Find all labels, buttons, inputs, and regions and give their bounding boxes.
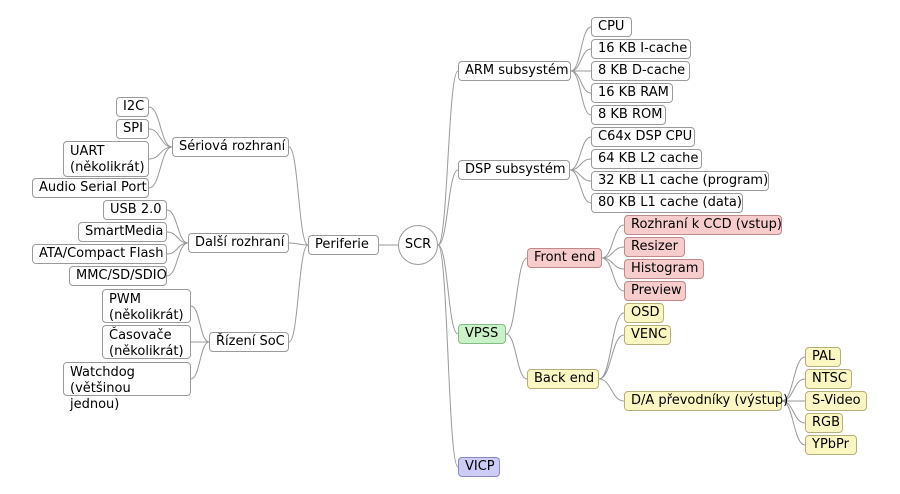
soc-item-pwm: PWM (několikrát) bbox=[102, 289, 191, 323]
dac-link-4 bbox=[781, 400, 806, 446]
soc-link-2 bbox=[190, 341, 210, 380]
vpss-link-0 bbox=[505, 257, 528, 335]
other-item-mmc: MMC/SD/SDIO bbox=[69, 266, 167, 286]
front-item-resizer: Resizer bbox=[624, 237, 685, 257]
arm-subsystem-node: ARM subsystém bbox=[458, 61, 571, 81]
dac-link-0 bbox=[781, 356, 806, 402]
root-link-2 bbox=[437, 244, 459, 335]
vpss-link-1 bbox=[505, 333, 528, 380]
front-item-preview: Preview bbox=[624, 281, 686, 301]
front-end-node: Front end bbox=[527, 248, 602, 268]
serial-interfaces-node: Sériová rozhraní bbox=[172, 137, 289, 157]
dac-node: D/A převodníky (výstup) bbox=[624, 391, 788, 411]
serial-link-1 bbox=[148, 128, 173, 148]
other-item-smartmedia: SmartMedia bbox=[78, 222, 167, 242]
other-link-3 bbox=[166, 242, 189, 277]
vpss-node: VPSS bbox=[458, 324, 506, 344]
back-item-venc: VENC bbox=[624, 325, 671, 345]
dac-item-ypbpr: YPbPr bbox=[805, 435, 857, 455]
back-link-1 bbox=[598, 334, 625, 380]
root-link-3 bbox=[437, 244, 459, 468]
periferie-link-2 bbox=[288, 244, 309, 343]
serial-item-i2c: I2C bbox=[116, 97, 149, 117]
front-link-1 bbox=[601, 246, 625, 259]
dac-item-pal: PAL bbox=[805, 347, 841, 367]
front-link-3 bbox=[601, 257, 625, 292]
dsp-item-cpu: C64x DSP CPU bbox=[591, 127, 695, 147]
arm-item-icache: 16 KB I-cache bbox=[591, 39, 691, 59]
other-item-usb: USB 2.0 bbox=[103, 200, 167, 220]
dsp-link-1 bbox=[569, 158, 592, 171]
dac-item-ntsc: NTSC bbox=[805, 369, 852, 389]
serial-link-3 bbox=[148, 146, 173, 189]
soc-item-watchdog: Watchdog (většinou jednou) bbox=[63, 362, 191, 412]
periferie-node: Periferie bbox=[308, 235, 379, 255]
dsp-item-l1-program: 32 KB L1 cache (program) bbox=[591, 171, 769, 191]
other-interfaces-node: Další rozhraní bbox=[188, 233, 289, 253]
dsp-item-l2: 64 KB L2 cache bbox=[591, 149, 702, 169]
dsp-item-l1-data: 80 KB L1 cache (data) bbox=[591, 193, 743, 213]
serial-item-uart: UART (několikrát) bbox=[63, 141, 149, 177]
periferie-link-0 bbox=[288, 146, 309, 246]
arm-item-cpu: CPU bbox=[591, 17, 632, 37]
front-item-histogram: Histogram bbox=[624, 259, 704, 279]
soc-item-timers: Časovače (několikrát) bbox=[102, 325, 191, 359]
back-item-osd: OSD bbox=[624, 303, 664, 323]
root-link-0 bbox=[437, 70, 459, 246]
serial-item-audio: Audio Serial Port bbox=[32, 178, 149, 198]
dsp-link-3 bbox=[569, 169, 592, 204]
arm-link-0 bbox=[570, 26, 592, 72]
front-item-ccd: Rozhraní k CCD (vstup) bbox=[624, 215, 782, 235]
vicp-node: VICP bbox=[458, 457, 500, 477]
arm-item-rom: 8 KB ROM bbox=[591, 105, 666, 125]
soc-control-node: Řízení SoC bbox=[209, 332, 289, 352]
arm-item-dcache: 8 KB D-cache bbox=[591, 61, 690, 81]
back-link-0 bbox=[598, 312, 625, 380]
dsp-link-0 bbox=[569, 136, 592, 171]
arm-link-1 bbox=[570, 48, 592, 72]
serial-link-0 bbox=[148, 106, 173, 148]
arm-link-4 bbox=[570, 70, 592, 116]
serial-item-spi: SPI bbox=[116, 119, 149, 139]
soc-link-0 bbox=[190, 305, 210, 343]
back-link-2 bbox=[598, 378, 625, 402]
other-link-0 bbox=[166, 209, 189, 244]
periferie-link-1 bbox=[288, 242, 309, 246]
dac-item-svideo: S-Video bbox=[805, 391, 867, 411]
arm-item-ram: 16 KB RAM bbox=[591, 83, 673, 103]
arm-link-3 bbox=[570, 70, 592, 94]
dsp-subsystem-node: DSP subsystém bbox=[458, 160, 570, 180]
other-link-1 bbox=[166, 231, 189, 244]
dac-link-1 bbox=[781, 378, 806, 402]
back-end-node: Back end bbox=[527, 369, 599, 389]
root-link-1 bbox=[437, 169, 459, 246]
root-node: SCR bbox=[398, 225, 438, 265]
dac-item-rgb: RGB bbox=[805, 413, 843, 433]
front-link-0 bbox=[601, 224, 625, 259]
other-item-ata: ATA/Compact Flash bbox=[32, 244, 167, 264]
